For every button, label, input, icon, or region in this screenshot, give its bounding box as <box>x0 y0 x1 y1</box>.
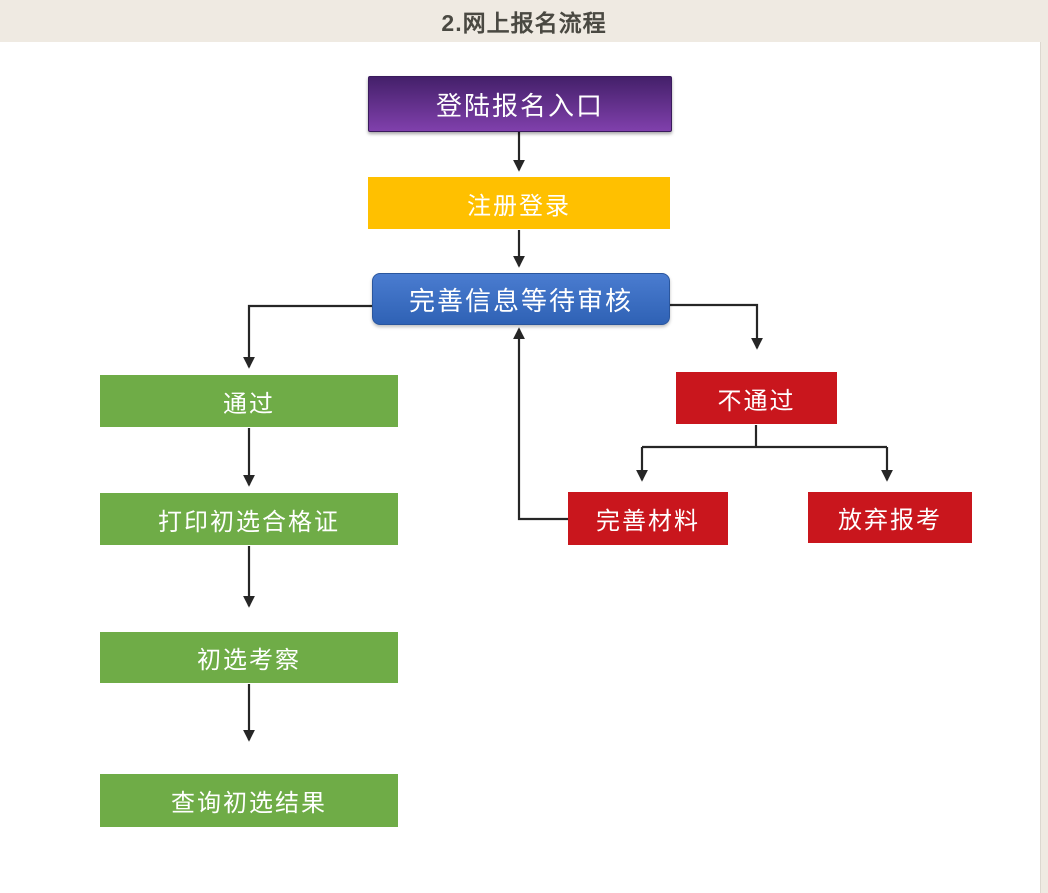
node-complete-materials: 完善材料 <box>568 492 728 545</box>
page-title: 2.网上报名流程 <box>441 10 607 36</box>
node-complete-info-review: 完善信息等待审核 <box>372 273 670 325</box>
node-preliminary-inspection: 初选考察 <box>100 632 398 683</box>
node-abandon-application: 放弃报考 <box>808 492 972 543</box>
title-bar: 2.网上报名流程 <box>0 0 1048 42</box>
flowchart-canvas <box>0 42 1041 893</box>
node-register-login: 注册登录 <box>368 177 670 229</box>
node-print-certificate: 打印初选合格证 <box>100 493 398 545</box>
node-login-entry: 登陆报名入口 <box>368 76 672 132</box>
node-check-results: 查询初选结果 <box>100 774 398 827</box>
node-pass: 通过 <box>100 375 398 427</box>
node-not-pass: 不通过 <box>676 372 837 424</box>
